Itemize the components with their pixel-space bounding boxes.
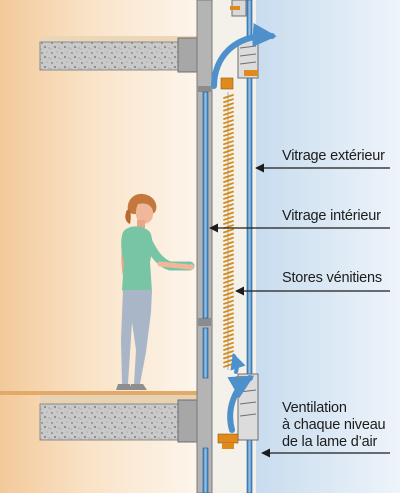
upper-floor-slab <box>39 36 199 73</box>
blind-slat <box>223 157 234 162</box>
blind-slat <box>223 228 234 234</box>
blind-slat <box>223 333 234 339</box>
blind-slat <box>223 329 234 335</box>
outer-glazing-label: Vitrage extérieur <box>282 148 385 164</box>
blind-slat <box>223 110 234 116</box>
blind-slat <box>223 253 234 259</box>
upper-ventilation-unit <box>220 0 259 90</box>
blind-slat <box>223 203 234 209</box>
blind-slat <box>223 173 234 179</box>
air-flow-arrow-lower <box>227 375 255 433</box>
blind-slat <box>223 131 234 137</box>
blind-slat <box>223 98 234 104</box>
blind-slat <box>223 119 234 125</box>
blind-slat <box>223 316 234 322</box>
blind-slat <box>223 169 234 175</box>
lower-floor-slab <box>0 391 199 443</box>
blind-slat <box>223 287 234 293</box>
ventilation-label: Ventilation à chaque niveau de la lame d… <box>282 400 386 450</box>
blind-slat <box>223 270 234 276</box>
blind-slat <box>223 102 234 108</box>
blind-slat <box>223 236 234 242</box>
blind-slat <box>223 350 234 356</box>
venetian-blinds <box>223 92 234 370</box>
blind-slat <box>223 215 234 221</box>
blind-slat <box>223 190 234 196</box>
blind-slat <box>223 148 234 154</box>
blind-slat <box>223 106 234 112</box>
inner-glazing-pane <box>202 91 209 493</box>
blind-slat <box>223 308 234 314</box>
exterior-background <box>256 0 400 493</box>
blind-slat <box>223 178 234 183</box>
blinds-label: Stores vénitiens <box>282 270 382 286</box>
blind-slat <box>223 304 234 309</box>
blind-slat <box>223 299 234 305</box>
blind-slat <box>223 325 234 330</box>
blind-slat <box>223 115 234 120</box>
blind-slat <box>223 337 234 343</box>
blind-slat <box>223 186 234 192</box>
blind-slat <box>223 257 234 263</box>
blind-slat <box>223 211 234 217</box>
blind-slat <box>223 291 234 297</box>
blind-slat <box>223 207 234 213</box>
callout-arrows <box>209 163 390 458</box>
blind-slat <box>223 127 234 133</box>
blind-slat <box>223 232 234 238</box>
blind-slat <box>223 312 234 318</box>
blind-slat <box>223 266 234 272</box>
blind-slat <box>223 278 234 284</box>
blind-slat <box>223 161 234 167</box>
blind-slat <box>223 194 234 200</box>
blind-slat <box>223 341 234 347</box>
blind-slat <box>223 123 234 129</box>
blind-slat <box>223 94 234 99</box>
air-flow-arrow-upper <box>211 23 277 89</box>
inner-glazing-label: Vitrage intérieur <box>282 208 381 224</box>
blind-slat <box>223 182 234 188</box>
blind-slat <box>223 283 234 288</box>
blind-slat <box>223 241 234 246</box>
blind-slat <box>223 249 234 255</box>
air-flow-arrows <box>211 23 277 433</box>
blind-slat <box>223 152 234 158</box>
blind-slat <box>223 320 234 326</box>
blind-slat <box>223 136 234 141</box>
blind-slat <box>223 220 234 225</box>
blind-slat <box>223 346 234 351</box>
blind-slat <box>223 144 234 150</box>
blind-slat <box>223 140 234 146</box>
blind-slat <box>223 165 234 171</box>
blind-slat <box>223 274 234 280</box>
blind-slat <box>223 199 234 204</box>
blind-slat <box>223 262 234 267</box>
blind-slat <box>223 245 234 251</box>
air-flow-arrow-rising <box>230 352 246 374</box>
blind-slat <box>223 295 234 301</box>
person-figure <box>116 193 195 390</box>
